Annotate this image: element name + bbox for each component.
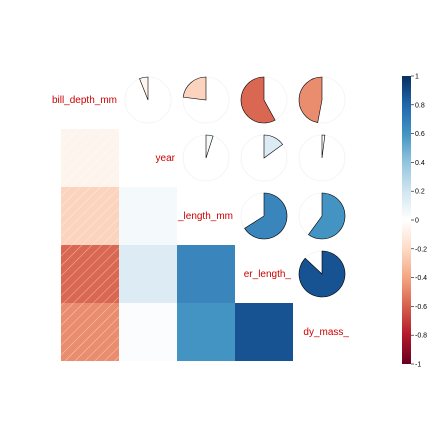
colorbar-tick-label: -1 [415, 362, 421, 369]
upper-pie-cells [124, 76, 346, 298]
shade-hatch-year-bill_depth_mm [61, 129, 119, 187]
shade-cell-body_mass_g-year [119, 303, 177, 361]
shade-cell-body_mass_g-flipper_length_mm [235, 303, 293, 361]
var-label-bill_length_mm: _length_mm [177, 211, 233, 222]
pie-bill_length_mm-flipper_length_mm [240, 192, 288, 240]
shade-hatch-body_mass_g-bill_depth_mm [61, 303, 119, 361]
pie-year-flipper_length_mm [240, 134, 288, 182]
colorbar-tick-label: -0.8 [415, 333, 427, 340]
pie-slice [139, 76, 149, 101]
shade-cell-bill_length_mm-year [119, 187, 177, 245]
colorbar-tick-label: 0.8 [415, 102, 425, 109]
pie-slice [182, 76, 207, 101]
var-label-bill_depth_mm: bill_depth_mm [52, 95, 117, 106]
var-label-body_mass_g: dy_mass_ [303, 327, 349, 338]
pie-slice [240, 76, 276, 124]
pie-year-body_mass_g [298, 134, 346, 182]
colorbar-tick-label: 0.2 [415, 189, 425, 196]
pie-slice [263, 134, 284, 159]
shade-hatch-bill_length_mm-bill_depth_mm [61, 187, 119, 245]
var-label-year: year [156, 153, 176, 164]
pie-slice [298, 250, 346, 298]
shade-cell-flipper_length_mm-year [119, 245, 177, 303]
pie-slice [308, 192, 346, 240]
shade-hatch-flipper_length_mm-bill_depth_mm [61, 245, 119, 303]
pie-slice [298, 76, 323, 123]
var-label-flipper_length_mm: er_length_ [244, 269, 292, 280]
pie-bill_length_mm-body_mass_g [298, 192, 346, 240]
colorbar: 1 0.8 0.6 0.4 0.2 0 -0.2 -0.4 -0.6 -0.8 -1 [402, 74, 427, 369]
pie-bill_depth_mm-flipper_length_mm [240, 76, 288, 124]
colorbar-tick-label: 0 [415, 218, 419, 225]
shade-cell-flipper_length_mm-bill_length_mm [177, 245, 235, 303]
colorbar-ticks: 1 0.8 0.6 0.4 0.2 0 -0.2 -0.4 -0.6 -0.8 -1 [411, 74, 427, 369]
pie-bill_depth_mm-year [124, 76, 172, 124]
pie-slice [205, 134, 214, 159]
pie-slice [244, 192, 288, 240]
colorbar-tick-label: 1 [415, 74, 419, 81]
colorbar-tick-label: 0.6 [415, 131, 425, 138]
pie-bill_depth_mm-bill_length_mm [182, 76, 230, 124]
lower-shade-cells [61, 129, 293, 361]
colorbar-tick-label: -0.6 [415, 304, 427, 311]
pie-slice [321, 134, 326, 159]
colorbar-tick-label: -0.2 [415, 246, 427, 253]
colorbar-tick-label: 0.4 [415, 160, 425, 167]
pie-bill_depth_mm-body_mass_g [298, 76, 346, 124]
colorbar-bar [402, 76, 411, 364]
pie-flipper_length_mm-body_mass_g [298, 250, 346, 298]
shade-cell-body_mass_g-bill_length_mm [177, 303, 235, 361]
pie-year-bill_length_mm [182, 134, 230, 182]
colorbar-tick-label: -0.4 [415, 275, 427, 282]
